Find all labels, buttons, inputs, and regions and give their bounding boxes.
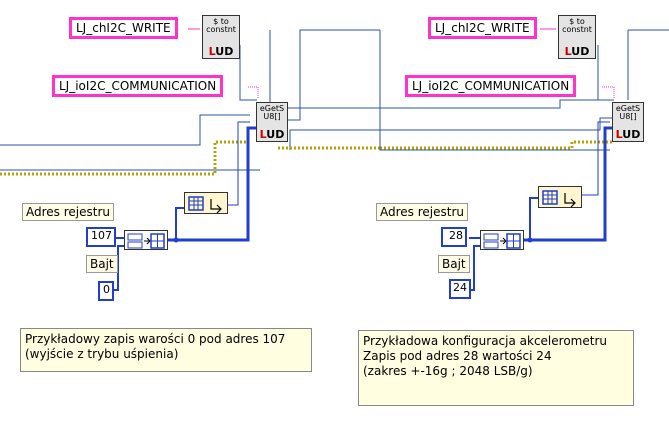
reg-value-left[interactable]: 107	[86, 227, 116, 247]
error-wire-right[interactable]	[380, 140, 612, 150]
byte-value-left[interactable]: 0	[98, 281, 114, 301]
error-wire-left[interactable]	[0, 140, 246, 176]
numeric-wire-byte-right[interactable]	[469, 245, 480, 291]
vi-label: U8[]	[619, 112, 637, 121]
vi-label: $ to	[213, 17, 229, 26]
build-array-icon-right[interactable]	[538, 186, 582, 208]
io-comm-constant-left[interactable]: LJ_ioI2C_COMMUNICATION	[52, 75, 224, 97]
vi-label: constnt	[562, 25, 592, 34]
ch-write-constant-right[interactable]: LJ_chI2C_WRITE	[428, 17, 537, 39]
comment-right: Przykładowa konfiguracja akcelerometru Z…	[358, 330, 634, 406]
array-icon	[542, 190, 576, 208]
ch-write-constant-left[interactable]: LJ_chI2C_WRITE	[69, 17, 178, 39]
reg-label-right: Adres rejestru	[376, 203, 468, 221]
byte-label-right: Bajt	[438, 255, 470, 273]
io-comm-constant-right[interactable]: LJ_ioI2C_COMMUNICATION	[405, 75, 577, 97]
build-array-icon	[483, 233, 521, 249]
refnum-wire-left[interactable]	[0, 114, 250, 146]
eget-vi-left[interactable]: eGetS U8[] LUD	[256, 102, 288, 142]
array-wire-left[interactable]	[168, 126, 256, 242]
eget-vi-right[interactable]: eGetS U8[] LUD	[612, 102, 644, 142]
numeric-wire-byte-left[interactable]	[112, 245, 124, 291]
labjack-icon: LUD	[615, 128, 641, 141]
string-wire-comm-left[interactable]	[248, 86, 259, 98]
build-array-node-left[interactable]	[124, 230, 168, 250]
to-constant-vi-left[interactable]: $ to constnt LUD	[202, 15, 240, 59]
byte-label-left: Bajt	[86, 255, 118, 273]
labjack-icon: LUD	[208, 45, 234, 58]
string-wire-comm-right[interactable]	[602, 86, 615, 98]
array-wire-right[interactable]	[522, 126, 614, 242]
build-array-icon-left[interactable]	[184, 192, 228, 214]
reg-label-left: Adres rejestru	[22, 203, 114, 221]
labjack-icon: LUD	[564, 45, 590, 58]
build-array-icon	[127, 233, 165, 249]
vi-label: U8[]	[263, 112, 281, 121]
comment-left: Przykładowy zapis warości 0 pod adres 10…	[20, 328, 312, 372]
vi-label: eGetS	[615, 104, 641, 113]
reg-value-right[interactable]: 28	[441, 227, 467, 247]
vi-label: constnt	[206, 25, 236, 34]
vi-label: eGetS	[259, 104, 285, 113]
to-constant-vi-right[interactable]: $ to constnt LUD	[558, 15, 596, 59]
array-icon	[188, 196, 222, 214]
vi-label: $ to	[569, 17, 585, 26]
build-array-node-right[interactable]	[480, 230, 524, 250]
byte-value-right[interactable]: 24	[449, 279, 471, 299]
labjack-icon: LUD	[259, 128, 285, 141]
